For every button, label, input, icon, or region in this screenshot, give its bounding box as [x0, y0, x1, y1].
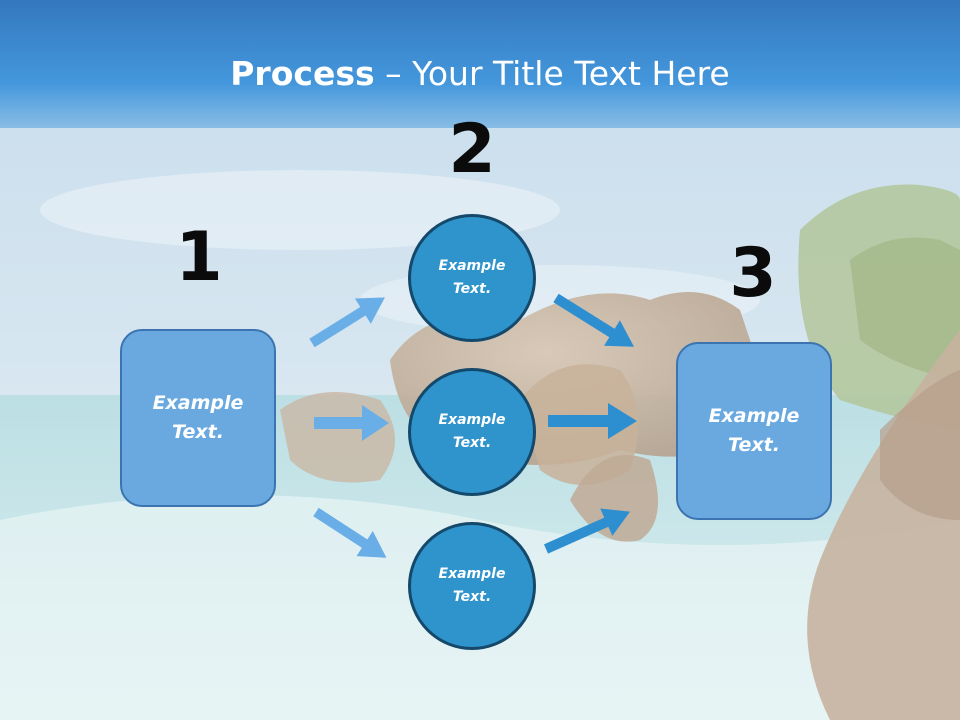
step-2-circle-top[interactable]: Example Text. — [408, 214, 536, 342]
arrow-right-up-icon — [309, 297, 385, 348]
step-number-2: 2 — [448, 110, 496, 189]
title-rest: – Your Title Text Here — [374, 54, 730, 93]
circle-middle-line2: Text. — [452, 435, 492, 451]
arrow-right-up-icon — [543, 508, 631, 554]
circle-middle-line1: Example — [438, 412, 506, 428]
circle-top-line1: Example — [438, 258, 506, 274]
step-number-3: 3 — [729, 234, 777, 313]
title-bold: Process — [230, 54, 375, 93]
step-2-circle-bottom[interactable]: Example Text. — [408, 522, 536, 650]
slide-title: Process – Your Title Text Here — [0, 52, 960, 96]
title-band — [0, 0, 960, 128]
step-3-line2: Text. — [728, 434, 780, 456]
step-2-circle-middle[interactable]: Example Text. — [408, 368, 536, 496]
step-number-1: 1 — [175, 218, 223, 297]
circle-bottom-line1: Example — [438, 566, 506, 582]
arrow-right-down-icon — [553, 293, 635, 347]
step-1-line2: Text. — [172, 421, 224, 443]
step-1-box[interactable]: Example Text. — [120, 329, 276, 507]
step-1-line1: Example — [152, 392, 244, 414]
circle-top-line2: Text. — [452, 281, 492, 297]
circle-bottom-line2: Text. — [452, 589, 492, 605]
arrow-right-icon — [548, 403, 637, 439]
step-3-line1: Example — [708, 405, 800, 427]
step-3-box[interactable]: Example Text. — [676, 342, 832, 520]
arrow-right-down-icon — [313, 507, 387, 558]
arrow-right-icon — [314, 405, 389, 441]
